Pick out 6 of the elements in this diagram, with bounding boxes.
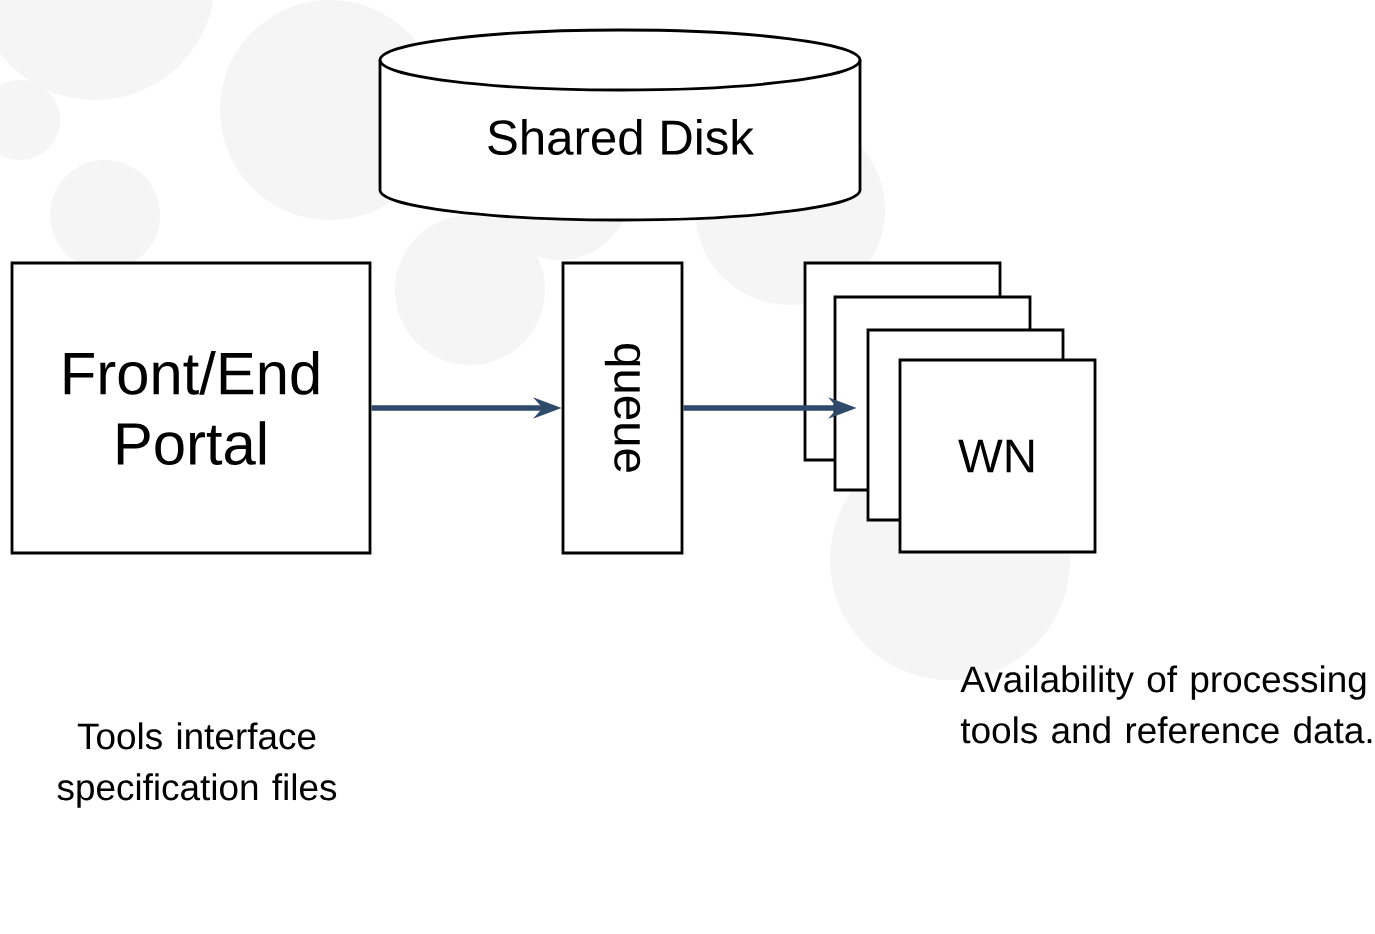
stacked-boxes: WN bbox=[803, 261, 1097, 554]
description-text: Tools interface specification files bbox=[57, 722, 337, 808]
cylinder: Shared Disk bbox=[378, 28, 862, 222]
description-text: Availability of processing tools and reference data. bbox=[960, 665, 1372, 744]
queue-box: queue bbox=[561, 261, 684, 555]
process-box: Front/End Portal bbox=[10, 261, 372, 555]
